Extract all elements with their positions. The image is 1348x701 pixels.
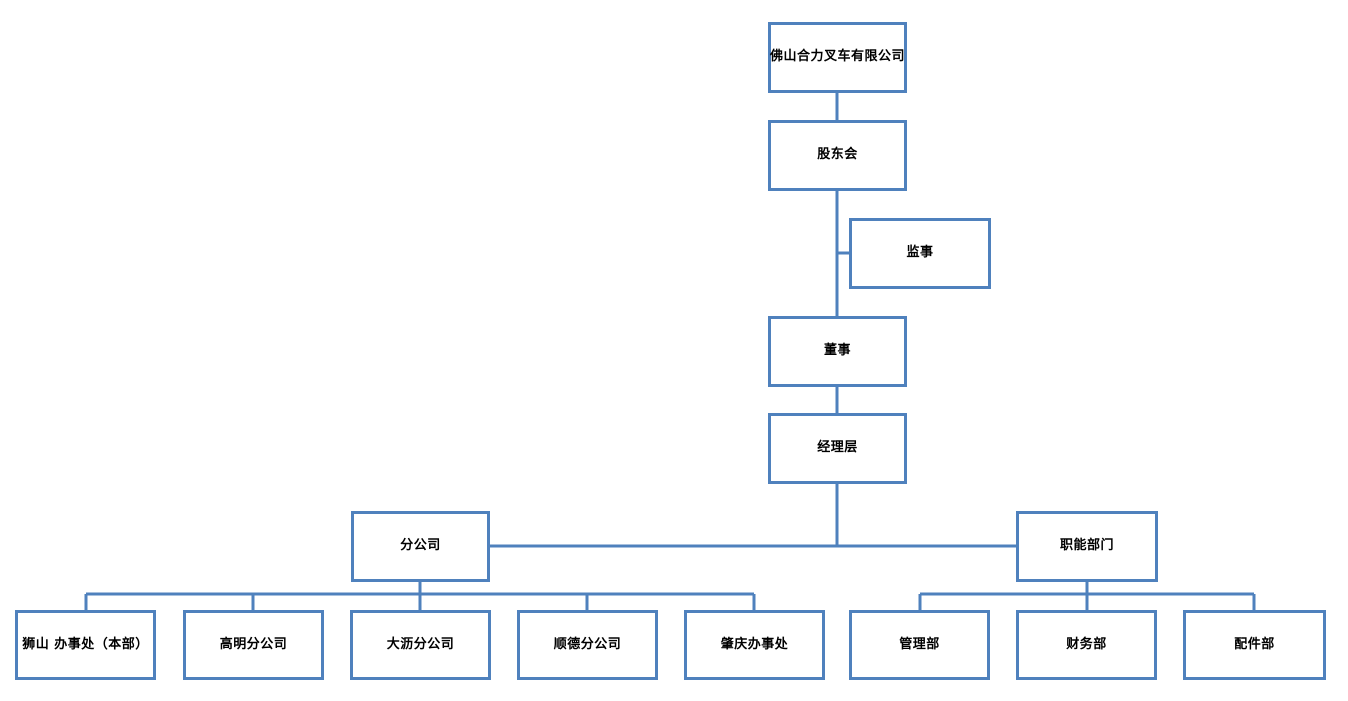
node-label: 监事 [906,245,934,261]
node-label: 职能部门 [1059,538,1114,554]
node-functional-departments[interactable]: 职能部门 [1016,511,1158,582]
node-function-child[interactable]: 管理部 [849,610,990,680]
node-branch-child[interactable]: 高明分公司 [183,610,324,680]
node-label: 管理部 [899,636,940,652]
node-management-layer[interactable]: 经理层 [768,413,907,484]
node-label: 大沥分公司 [386,636,455,652]
node-label: 肇庆办事处 [720,636,789,652]
node-director[interactable]: 董事 [768,316,907,387]
node-function-child[interactable]: 配件部 [1183,610,1326,680]
node-function-child[interactable]: 财务部 [1016,610,1157,680]
node-branch-companies[interactable]: 分公司 [351,511,490,582]
node-branch-child[interactable]: 狮山 办事处（本部） [15,610,156,680]
node-label: 董事 [823,343,851,359]
node-label: 狮山 办事处（本部） [22,636,149,652]
node-shareholders-meeting[interactable]: 股东会 [768,120,907,191]
node-label: 财务部 [1066,636,1107,652]
node-supervisor[interactable]: 监事 [849,218,991,289]
node-label: 分公司 [400,538,441,554]
node-label: 顺德分公司 [553,636,622,652]
node-label: 高明分公司 [219,636,288,652]
node-root-company[interactable]: 佛山合力叉车有限公司 [768,22,907,93]
node-label: 股东会 [817,147,858,163]
node-label: 佛山合力叉车有限公司 [770,49,906,65]
node-label: 经理层 [817,440,858,456]
node-branch-child[interactable]: 顺德分公司 [517,610,658,680]
node-branch-child[interactable]: 肇庆办事处 [684,610,825,680]
node-label: 配件部 [1234,636,1275,652]
node-branch-child[interactable]: 大沥分公司 [350,610,491,680]
